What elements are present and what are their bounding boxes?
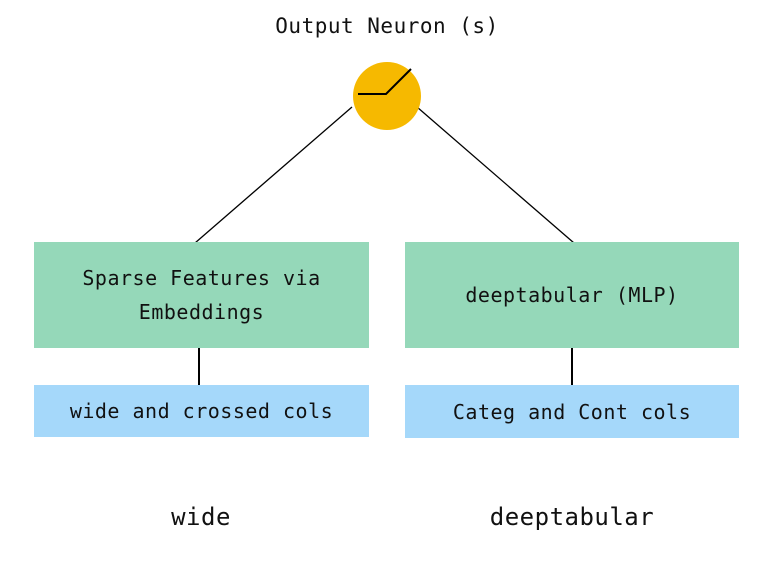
deeptabular-branch-label: deeptabular xyxy=(489,503,655,531)
wide-component-box: Sparse Features via Embeddings xyxy=(34,242,369,348)
wide-branch-label: wide xyxy=(171,503,231,531)
wide-input-label: wide and crossed cols xyxy=(69,399,334,423)
output-neuron xyxy=(353,62,421,130)
wide-component-line-2: Embeddings xyxy=(138,300,265,324)
wide-component-line-1: Sparse Features via xyxy=(82,266,321,290)
deeptabular-input-box: Categ and Cont cols xyxy=(405,385,739,438)
deeptabular-component-box: deeptabular (MLP) xyxy=(405,242,739,348)
deeptabular-component-label: deeptabular (MLP) xyxy=(465,283,679,307)
wide-input-box: wide and crossed cols xyxy=(34,385,369,437)
edge-neuron-to-deeptabular xyxy=(416,106,575,244)
deeptabular-input-label: Categ and Cont cols xyxy=(452,399,692,424)
output-neuron-title: Output Neuron (s) xyxy=(275,14,499,38)
edge-neuron-to-wide xyxy=(194,106,353,244)
relu-activation-icon xyxy=(358,68,412,95)
